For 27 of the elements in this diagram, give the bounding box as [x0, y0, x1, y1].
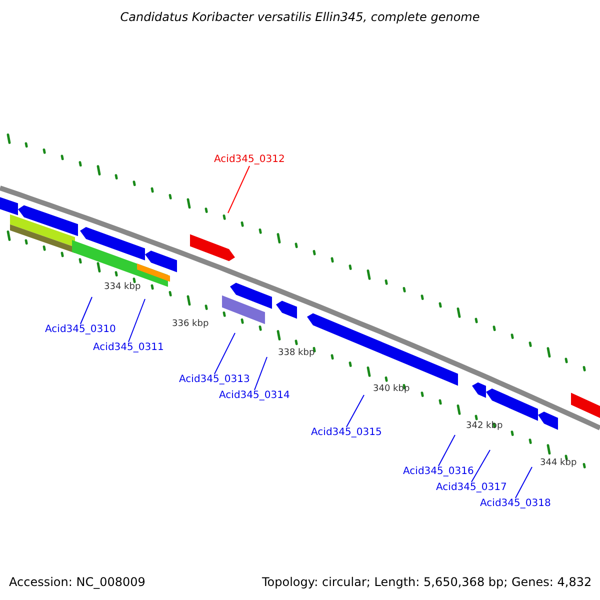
- gene-label: Acid345_0315: [311, 427, 382, 439]
- leader-line: [438, 434, 456, 466]
- gene-label: Acid345_0316: [403, 466, 474, 478]
- gene-label: Acid345_0317: [436, 482, 507, 494]
- leader-line: [228, 166, 250, 214]
- leader-line: [515, 466, 532, 498]
- gene-label: Acid345_0318: [480, 498, 551, 510]
- leader-line: [471, 450, 490, 482]
- gene-label: Acid345_0313: [179, 374, 250, 386]
- gene-label: Acid345_0314: [219, 390, 290, 402]
- gene-label: Acid345_0311: [93, 342, 164, 354]
- leader-line: [128, 298, 146, 342]
- scale-label: 336 kbp: [172, 319, 209, 330]
- diagram-title: Candidatus Koribacter versatilis Ellin345, complete genome: [119, 10, 481, 24]
- accession-text: Accession: NC_008009: [9, 575, 146, 590]
- scale-label: 342 kbp: [466, 421, 503, 432]
- gene-label: Acid345_0310: [45, 324, 116, 336]
- genome-stats-text: Topology: circular; Length: 5,650,368 bp; Genes: 4,832: [262, 575, 592, 590]
- scale-label: 338 kbp: [278, 348, 315, 359]
- scale-label: 334 kbp: [104, 282, 141, 293]
- leader-line: [346, 394, 364, 428]
- leader-line: [214, 332, 236, 374]
- leader-line: [254, 356, 268, 390]
- scale-label: 344 kbp: [540, 458, 577, 469]
- leader-line: [80, 296, 92, 324]
- gene-label: Acid345_0312: [214, 154, 285, 166]
- scale-label: 340 kbp: [373, 384, 410, 395]
